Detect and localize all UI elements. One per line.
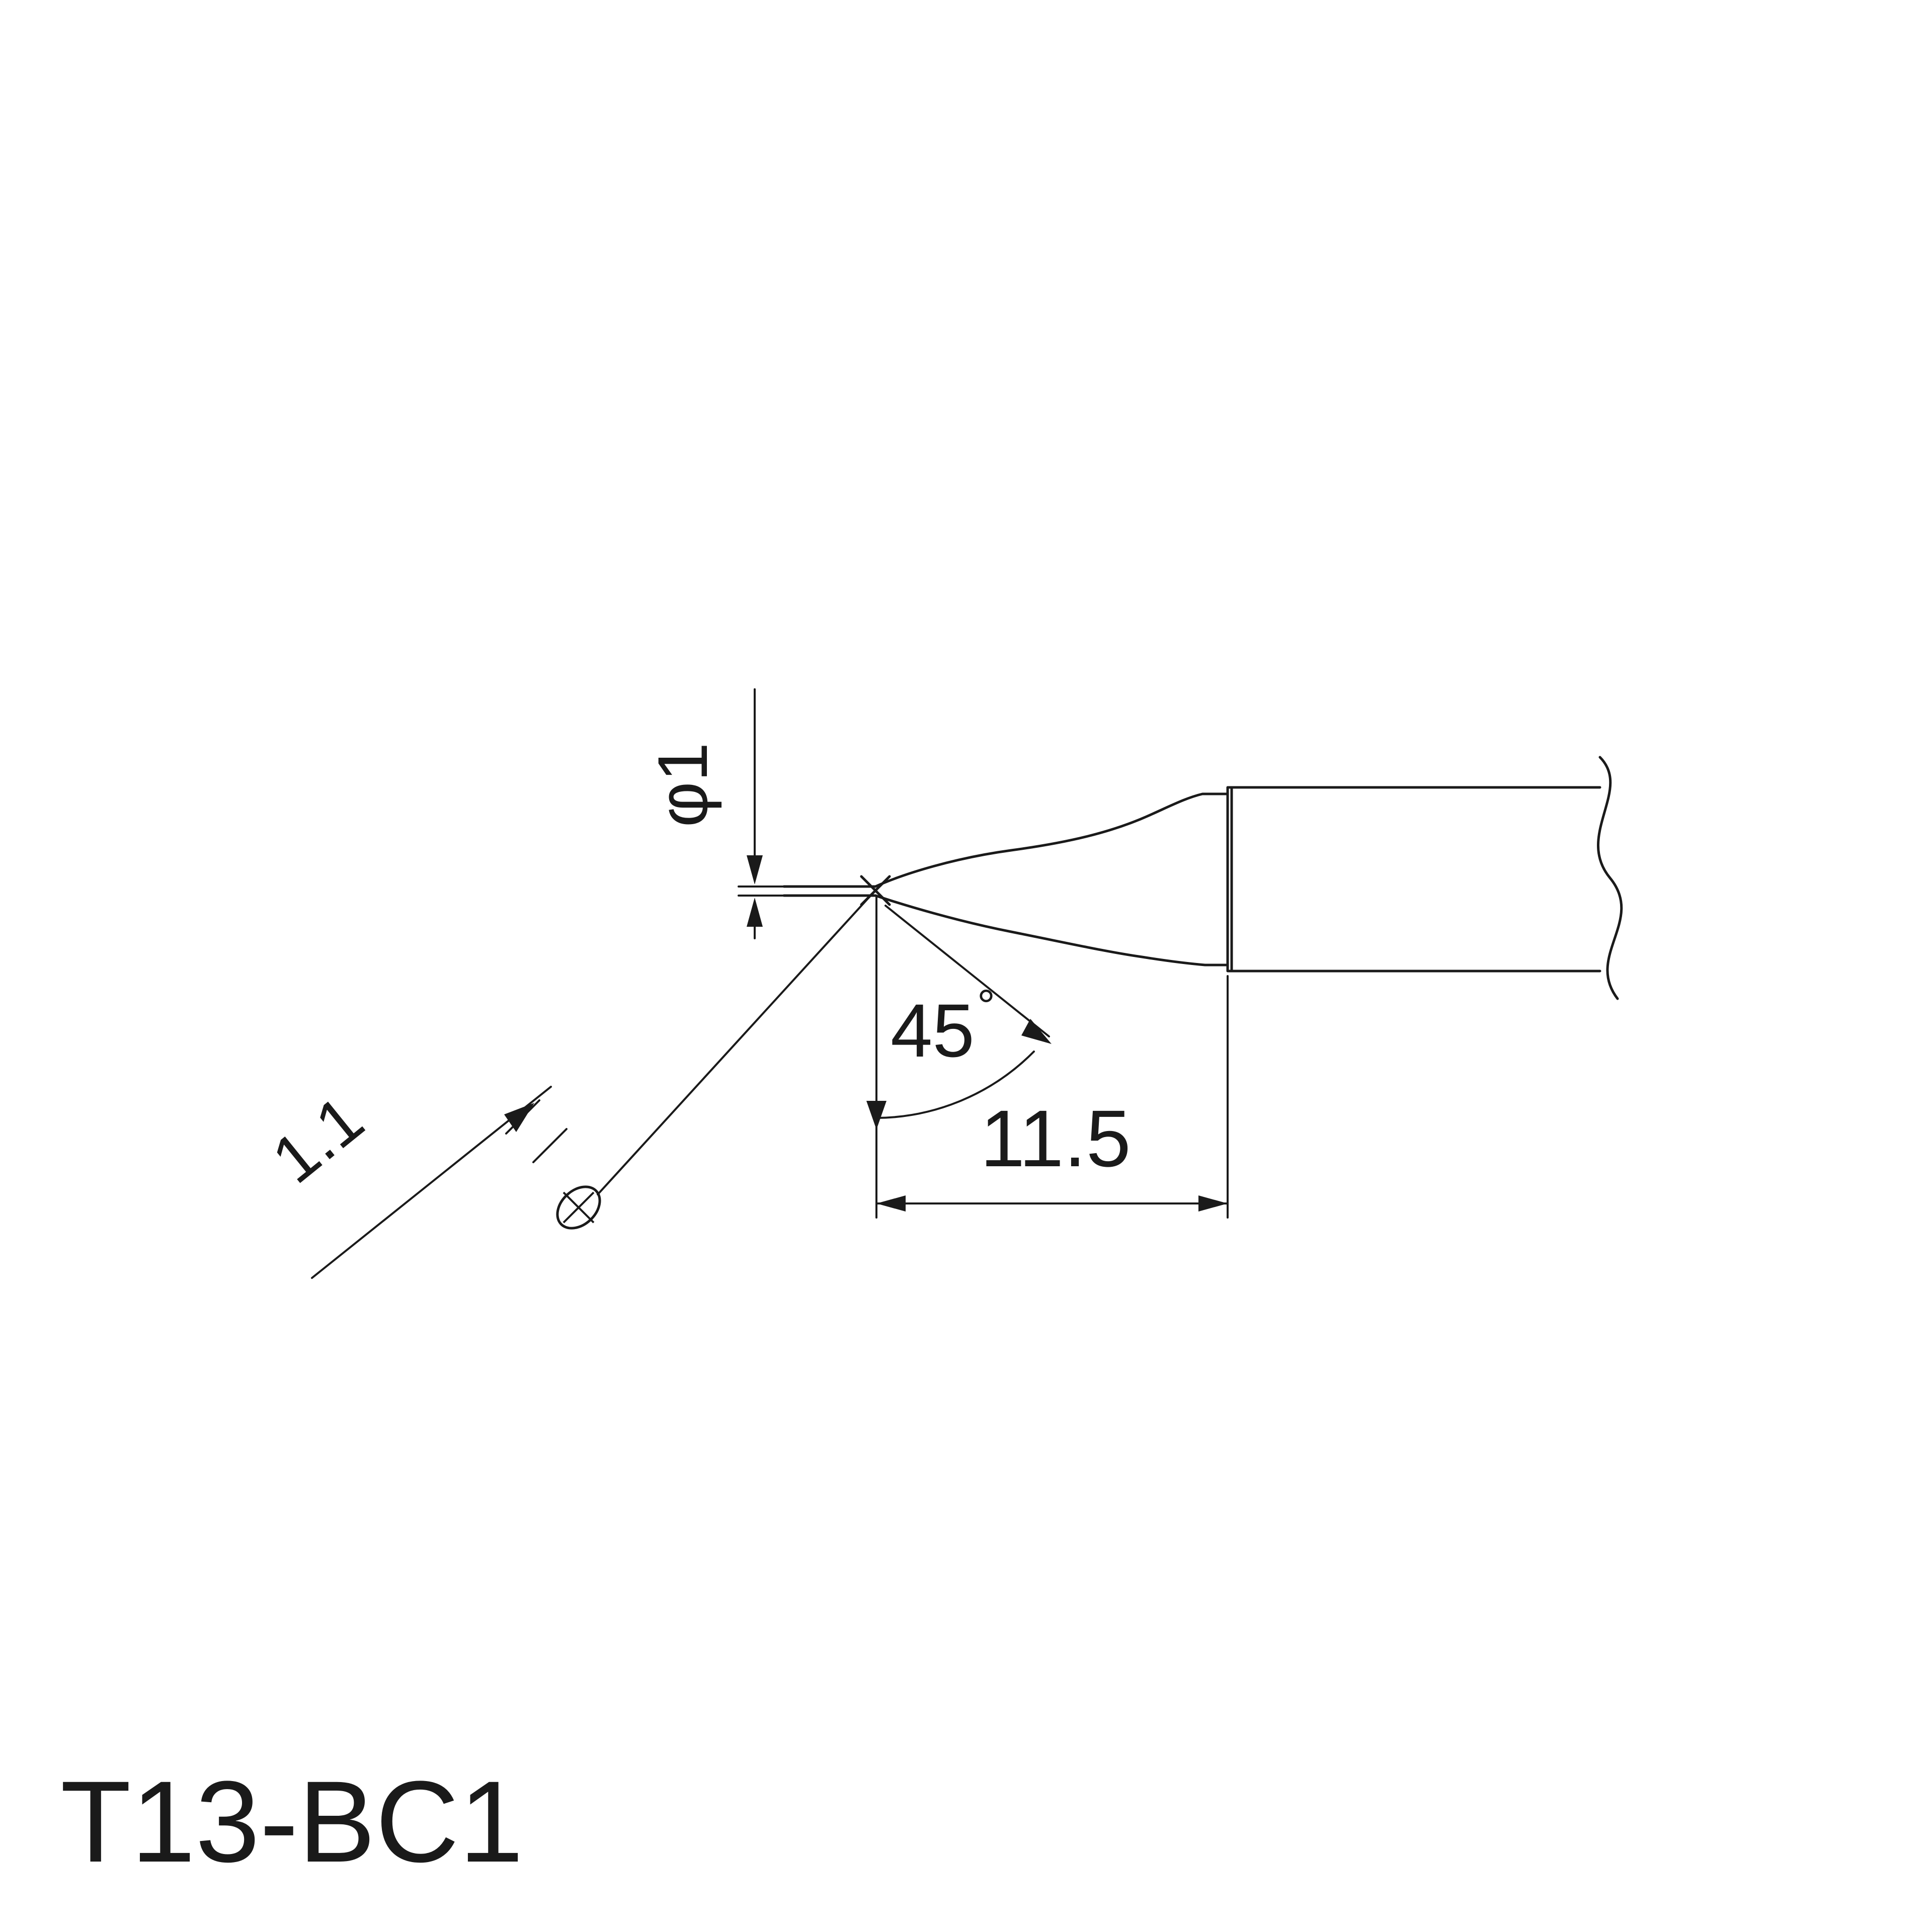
length-dimension-lines bbox=[875, 975, 1229, 1219]
bevel-axis-line bbox=[597, 892, 874, 1195]
dimension-label-diameter: φ1 bbox=[643, 743, 722, 828]
dimension-label-angle: 45 bbox=[891, 988, 975, 1073]
bevel-face-dimension-arrows bbox=[504, 1103, 534, 1132]
dimension-label-angle-unit: ° bbox=[977, 981, 995, 1031]
angle-dimension-arrows bbox=[866, 1019, 1052, 1130]
tip-body-outline bbox=[874, 756, 1623, 1000]
diameter-dimension-lines bbox=[738, 688, 787, 939]
bevel-face-ellipse bbox=[556, 1185, 601, 1230]
dimension-label-length: 11.5 bbox=[980, 1093, 1131, 1183]
dimension-label-bevel-face: 1.1 bbox=[259, 1082, 377, 1197]
tip-bevel-detail bbox=[782, 875, 891, 906]
part-number-label: T13-BC1 bbox=[60, 1757, 523, 1886]
diameter-dimension-arrows bbox=[747, 855, 763, 927]
angle-dimension-arc bbox=[875, 895, 1050, 1131]
length-dimension-arrows bbox=[876, 1195, 1228, 1212]
